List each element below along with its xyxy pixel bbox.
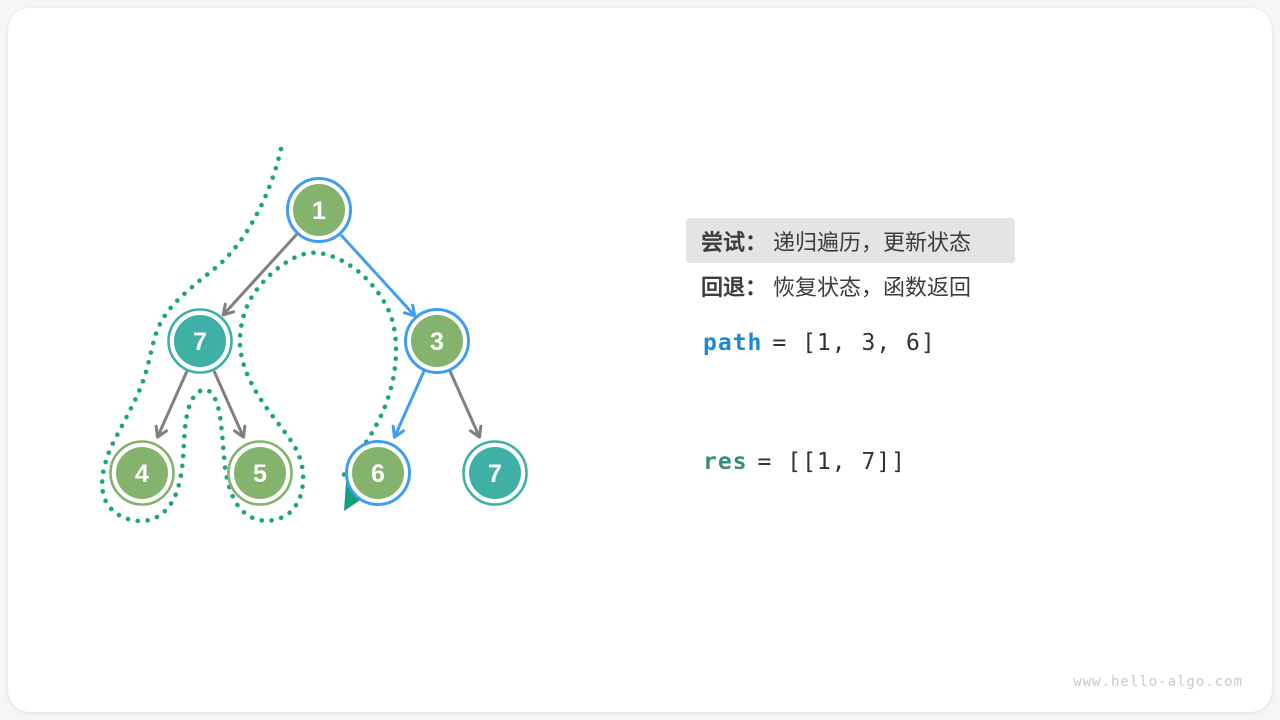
backtrack-label: 回退： <box>701 275 768 300</box>
tree-node-1: 1 <box>286 177 352 243</box>
edge-1-3 <box>339 233 417 318</box>
edge-3-6 <box>391 370 426 439</box>
edge-1-7left <box>221 232 299 317</box>
backtrack-text: 恢复状态，函数返回 <box>773 275 972 300</box>
backtrack-trace-dotted-path <box>99 146 399 524</box>
res-variable-row: res = [[1, 7]] <box>703 449 906 475</box>
tree-node-7-left: 7 <box>167 308 233 374</box>
node-value: 5 <box>253 460 267 488</box>
tree-node-6: 6 <box>345 440 411 506</box>
edge-3-7right <box>448 370 483 439</box>
tree-node-5: 5 <box>227 440 293 506</box>
try-text: 递归遍历，更新状态 <box>773 229 972 255</box>
node-value: 7 <box>193 328 207 356</box>
edge-7left-5 <box>212 370 247 439</box>
try-highlight-row: 尝试：递归遍历，更新状态 <box>686 218 1015 263</box>
node-value: 1 <box>312 197 326 225</box>
path-variable-value: = [1, 3, 6] <box>772 330 936 356</box>
path-variable-name: path <box>703 330 763 356</box>
tree-node-7-right: 7 <box>462 440 528 506</box>
tree-node-3: 3 <box>404 308 470 374</box>
edge-7left-4 <box>154 370 189 439</box>
try-label: 尝试： <box>701 229 768 255</box>
node-value: 4 <box>135 460 149 488</box>
node-value: 3 <box>430 328 444 356</box>
path-variable-row: path = [1, 3, 6] <box>703 330 936 356</box>
tree-node-4: 4 <box>109 440 175 506</box>
watermark: www.hello-algo.com <box>1073 674 1243 690</box>
res-variable-value: = [[1, 7]] <box>757 449 907 475</box>
backtrack-row: 回退：恢复状态，函数返回 <box>701 271 971 301</box>
node-value: 7 <box>488 460 502 488</box>
res-variable-name: res <box>703 449 748 475</box>
node-value: 6 <box>371 460 385 488</box>
